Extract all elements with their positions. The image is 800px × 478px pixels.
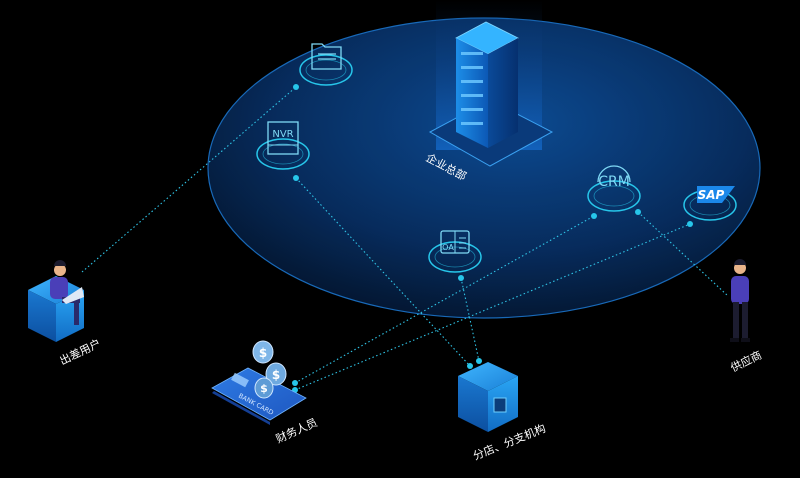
server-vents: [461, 52, 483, 125]
svg-text:$: $: [272, 368, 280, 382]
oa-label: OA: [442, 243, 454, 252]
link-dot: [476, 358, 482, 364]
link-user-folder: [81, 86, 297, 273]
nvr-ring: [256, 138, 310, 170]
server-front: [456, 38, 488, 148]
nvr-label: NVR: [272, 129, 293, 140]
crm-label: CRM: [598, 174, 630, 190]
link-dot: [292, 380, 298, 386]
user-cube-left: [28, 290, 56, 342]
folder-icon: [311, 43, 342, 70]
headquarters-server: [428, 21, 554, 167]
finance-staff: BANK CARD $ $ $: [211, 340, 307, 425]
branch-cube-top: [458, 362, 518, 391]
coin-stack-icon: $ $ $: [252, 340, 287, 399]
branch-door-icon: [493, 397, 507, 413]
crm-icon: [597, 165, 631, 183]
branch-cube-left: [458, 376, 488, 432]
user-person-icon: [50, 260, 84, 325]
server-side: [488, 38, 518, 148]
link-nvr-branch: [295, 177, 471, 367]
crm-service: CRM: [587, 165, 641, 212]
sap-icon: [697, 186, 735, 203]
nvr-service: NVR: [256, 121, 310, 170]
link-finance-crm: [294, 215, 595, 384]
svg-text:$: $: [260, 382, 268, 395]
crm-ring: [587, 180, 641, 212]
nvr-icon: [267, 121, 299, 155]
branch-office: [458, 362, 518, 432]
oa-service: OA: [428, 230, 482, 273]
folder-ring: [299, 54, 353, 86]
link-dot: [293, 175, 299, 181]
link-dot: [591, 213, 597, 219]
link-dot: [687, 221, 693, 227]
link-dot: [467, 363, 473, 369]
link-dot: [293, 84, 299, 90]
folder-service: [299, 43, 353, 86]
traveling-user: [28, 260, 84, 342]
link-crm-supplier: [637, 211, 729, 297]
finance-staff-label: 财务人员: [274, 415, 320, 446]
link-dot: [635, 209, 641, 215]
traveling-user-label: 出差用户: [57, 336, 103, 368]
link-finance-sap: [294, 223, 691, 391]
svg-text:$: $: [259, 346, 267, 360]
sap-service: SAP: [683, 186, 737, 221]
supplier-person-icon: [730, 259, 750, 342]
link-dot: [458, 275, 464, 281]
supplier-label: 供应商: [728, 348, 764, 375]
sap-label: SAP: [698, 188, 725, 202]
